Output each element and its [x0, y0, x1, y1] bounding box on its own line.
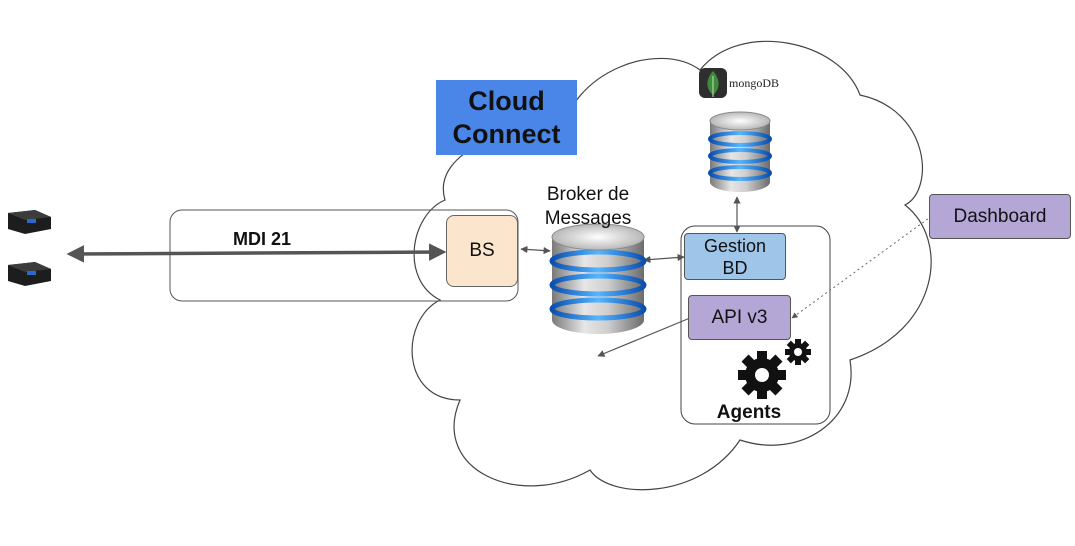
obd-device-icon: [8, 262, 51, 286]
page-title: Cloud Connect: [452, 85, 561, 149]
agents-label: Agents: [716, 402, 782, 423]
api-v3-node: API v3: [688, 295, 791, 340]
mdi-arrow: [66, 243, 447, 263]
obd-device-icon: [8, 210, 51, 234]
database-icon: [549, 223, 647, 334]
dashboard-api-arrow: [791, 209, 941, 319]
gear-icon: [785, 339, 811, 365]
mdi-link-label: MDI 21: [232, 229, 292, 249]
dashboard-node: Dashboard: [929, 194, 1071, 239]
gear-icon: [738, 351, 786, 399]
title-box: Cloud Connect: [436, 80, 577, 155]
mongodb-logo-text: mongoDB: [729, 76, 780, 90]
bs-node: BS: [446, 215, 518, 287]
api-broker-arrow: [597, 317, 691, 357]
gestion-bd-label: Gestion BD: [703, 235, 767, 278]
mongodb-leaf-icon: [699, 68, 727, 98]
api-v3-label: API v3: [711, 306, 768, 328]
dashboard-label: Dashboard: [953, 205, 1047, 227]
bs-label: BS: [469, 240, 495, 261]
database-icon: [708, 111, 772, 192]
broker-label: Broker de Messages: [544, 184, 632, 229]
gestion-bd-node: Gestion BD: [684, 233, 786, 280]
bs-broker-arrow: [520, 245, 551, 255]
broker-gestion-arrow: [643, 253, 685, 264]
